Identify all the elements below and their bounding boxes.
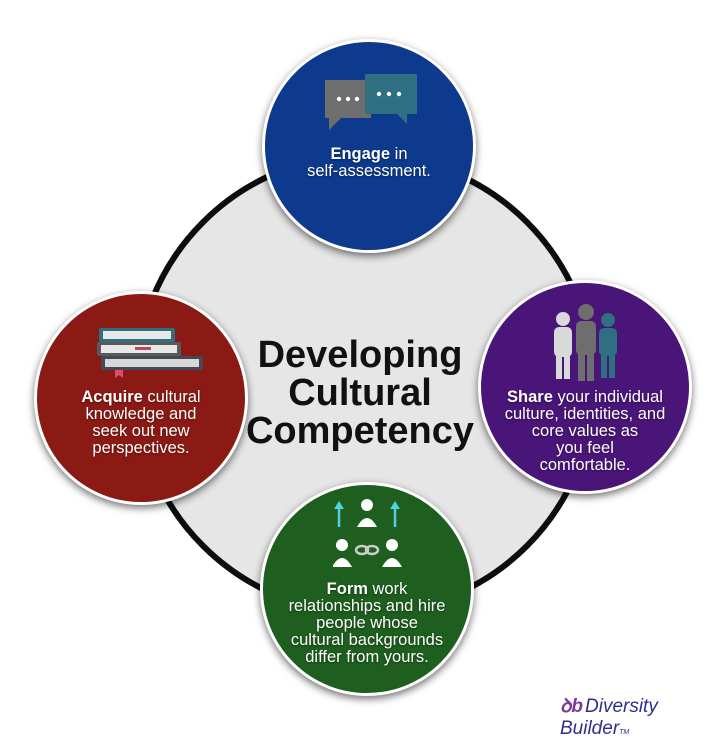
share-text-line-4: you feel: [556, 439, 614, 457]
connected-people-icon: [333, 499, 402, 567]
acquire-node: Acquire cultural knowledge and seek out …: [34, 291, 248, 505]
share-text-line-5: comfortable.: [539, 456, 631, 474]
acquire-text-line-2: knowledge and: [85, 405, 197, 423]
acquire-text: Acquire cultural knowledge and seek out …: [37, 389, 245, 457]
engage-text-line-1: in: [390, 145, 408, 163]
engage-text-line-2: self-assessment.: [307, 162, 431, 180]
engage-keyword: Engage: [330, 145, 391, 163]
share-node: Share your individual culture, identitie…: [478, 280, 692, 494]
brand-trademark: TM: [619, 729, 630, 736]
form-text-line-1: work: [367, 580, 408, 598]
share-keyword: Share: [507, 388, 553, 406]
center-title-line-1: Developing: [257, 334, 463, 376]
acquire-text-line-4: perspectives.: [92, 439, 190, 457]
share-text: Share your individual culture, identitie…: [481, 389, 689, 474]
books-icon: [97, 328, 203, 378]
acquire-text-line-3: seek out new: [92, 422, 190, 440]
acquire-text-line-1: cultural: [142, 388, 201, 406]
form-text-line-4: cultural backgrounds: [290, 631, 444, 649]
center-title-line-2: Cultural: [288, 372, 432, 414]
acquire-keyword: Acquire: [81, 388, 143, 406]
form-text-line-2: relationships and hire: [288, 597, 446, 615]
brand-mark: ꝺb: [560, 696, 583, 717]
form-text-line-3: people whose: [316, 614, 418, 632]
form-keyword: Form: [326, 580, 368, 598]
share-text-line-2: culture, identities, and: [504, 405, 666, 423]
center-title-line-3: Competency: [245, 410, 475, 452]
speech-bubbles-icon: [325, 74, 417, 130]
share-text-line-1: your individual: [552, 388, 663, 406]
center-title: Developing Cultural Competency: [200, 336, 520, 450]
engage-node: Engage in self-assessment.: [262, 39, 476, 253]
form-text: Form work relationships and hire people …: [263, 581, 471, 666]
form-node: Form work relationships and hire people …: [260, 482, 474, 696]
form-text-line-5: differ from yours.: [305, 648, 429, 666]
share-text-line-3: core values as: [531, 422, 639, 440]
engage-text: Engage in self-assessment.: [265, 146, 473, 180]
people-group-icon: [554, 304, 617, 381]
